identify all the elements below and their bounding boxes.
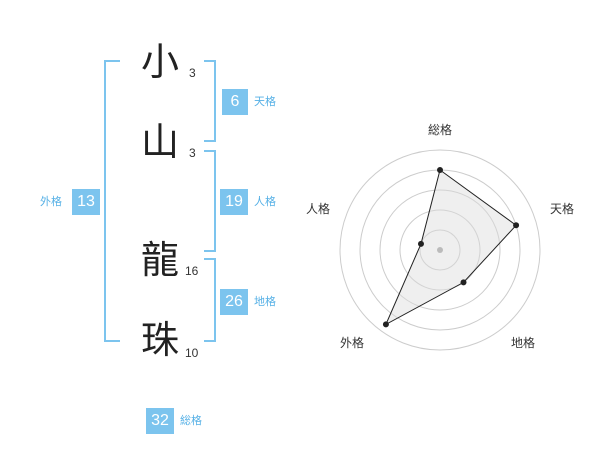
jinkaku-value: 19 (220, 189, 248, 215)
radar-ring-5 (339, 149, 541, 351)
radar-point-3 (460, 279, 467, 286)
soukaku-value: 32 (146, 408, 174, 434)
radar-points (382, 167, 520, 328)
chikaku-bracket (204, 258, 216, 342)
radar-label-jinkaku: 人格 (306, 201, 330, 216)
tenkaku-value: 6 (222, 89, 248, 115)
jinkaku-bracket (204, 150, 216, 252)
gaikaku-label: 外格 (40, 195, 62, 208)
radar-center-dot (437, 247, 443, 253)
stroke-count-4: 10 (185, 346, 199, 360)
radar-rings (339, 149, 541, 351)
jinkaku-label: 人格 (254, 195, 276, 208)
radar-label-tenkaku: 天格 (550, 201, 574, 216)
soukaku-label: 総格 (180, 414, 202, 427)
radar-ring-2 (399, 209, 481, 291)
name-char-3: 龍 (140, 238, 179, 282)
radar-point-4 (382, 321, 389, 328)
radar-ring-3 (379, 189, 501, 311)
radar-point-1 (437, 167, 443, 173)
tenkaku-label: 天格 (254, 95, 276, 108)
stroke-count-2: 3 (189, 146, 196, 160)
radar-ring-1 (419, 229, 461, 271)
gaikaku-bracket (104, 60, 120, 342)
stroke-count-1: 3 (189, 66, 196, 80)
radar-point-5 (417, 240, 424, 247)
tenkaku-bracket (204, 60, 216, 142)
name-char-2: 山 (140, 120, 179, 164)
gaikaku-value: 13 (72, 189, 100, 215)
name-char-4: 珠 (140, 318, 179, 362)
radar-label-soukaku: 総格 (428, 122, 452, 137)
chikaku-value: 26 (220, 289, 248, 315)
name-char-1: 小 (140, 40, 179, 84)
stroke-count-3: 16 (185, 264, 199, 278)
radar-label-chikaku: 地格 (511, 335, 535, 350)
chikaku-label: 地格 (254, 295, 276, 308)
radar-polygon (384, 169, 517, 326)
radar-label-gaikaku: 外格 (340, 335, 364, 350)
radar-point-2 (513, 222, 520, 229)
